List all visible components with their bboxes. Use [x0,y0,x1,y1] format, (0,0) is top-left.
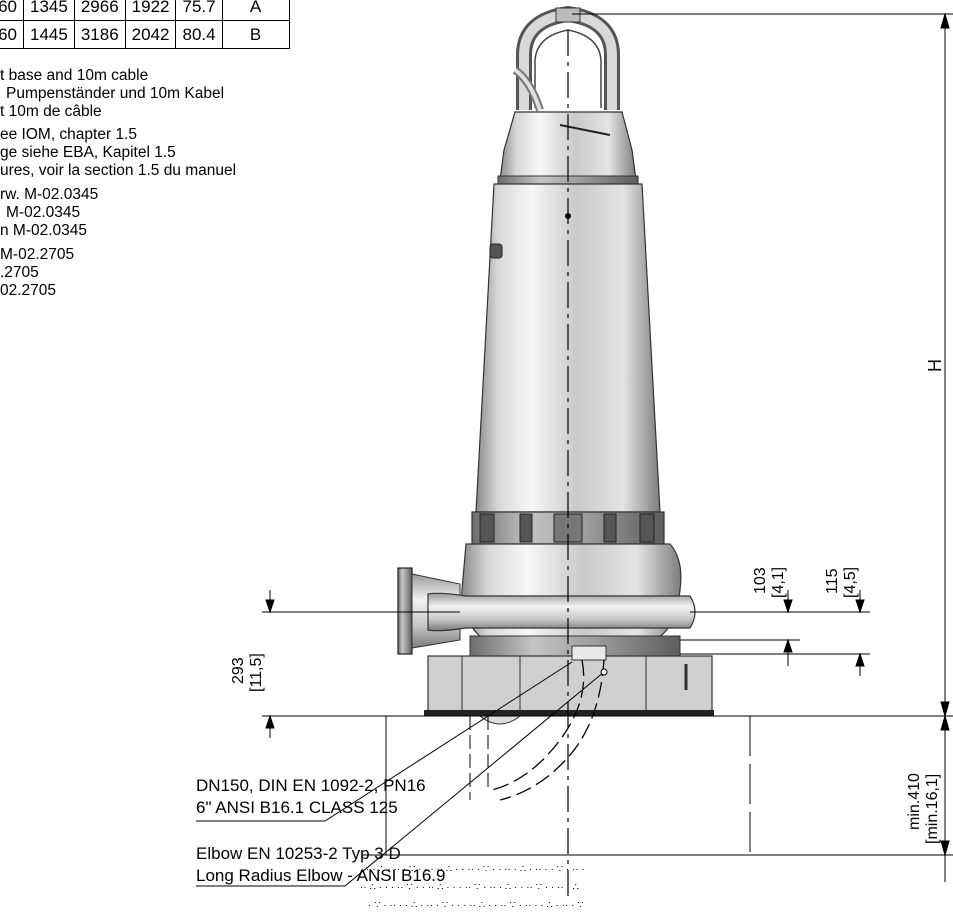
note-drawing-0345-de: M-02.0345 [6,204,81,221]
table-cell: 80.4 [175,20,223,49]
note-drawing-2705-fr: 02.2705 [0,282,57,299]
note-drawing-2705-de: .2705 [0,264,39,281]
note-drawing-0345-fr: n M-02.0345 [0,222,88,239]
dimension-label-min-410-inch: [min.16,1] [924,773,941,844]
callout-elbow-ansi: Long Radius Elbow - ANSI B16.9 [196,866,446,885]
note-base-cable-fr: t 10m de câble [0,103,102,120]
callout-leaders [196,661,608,887]
table-cell: 2966 [73,0,126,21]
dimension-293 [262,590,460,738]
dimension-label-293-inch: [11,5] [248,653,265,692]
dimension-103-115 [680,590,870,676]
table-row: M-60 1445 3186 2042 80.4 B [0,20,290,49]
callout-elbow-standard: Elbow EN 10253-2 Typ 3 D [196,844,401,863]
note-drawing-0345-en: rw. M-02.0345 [0,186,99,203]
dimension-label-293: 293 [230,657,247,684]
svg-text:·· ∴ · · · ·· ∵ · · ·· ∴ · · ·: ·· ∴ · · · ·· ∵ · · ·· ∴ · · · ·· ∵ · ··… [360,882,579,893]
note-iom-en: ee IOM, chapter 1.5 [0,126,137,143]
table-cell-model: M-60 [0,20,24,49]
table-cell: 2042 [124,20,177,49]
dimension-min-410 [775,714,953,882]
dimension-label-103-inch: [4,1] [770,566,787,598]
dimension-label-min-410: min.410 [906,773,923,830]
table-row: M-60 1345 2966 1922 75.7 A [0,0,290,21]
table-cell-variant: B [221,20,290,49]
dimension-label-103: 103 [752,567,769,594]
dimension-table: M-60 1345 2966 1922 75.7 A M-60 1445 318… [0,0,290,49]
callout-flange-standard: DN150, DIN EN 1092-2, PN16 [196,776,426,795]
table-cell: 3186 [73,20,126,49]
dimension-label-115: 115 [824,568,841,594]
discharge-flange [397,567,696,655]
table-cell-model: M-60 [0,0,24,21]
note-iom-de: ge siehe EBA, Kapitel 1.5 [0,144,176,161]
dimension-label-115-inch: [4,5] [842,566,859,598]
note-base-cable-de: Pumpenständer und 10m Kabel [6,85,225,102]
note-iom-fr: ures, voir la section 1.5 du manuel [0,162,237,179]
ground-hatch: · · ∴ · ·· · ∵ · · · ·· ∴ · · ·· · ∵ · ·… [360,864,585,911]
dimension-height [572,12,953,718]
svg-text:· · ∴ · ·· · ∵ · · · ·· ∴ · ·: · · ∴ · ·· · ∵ · · · ·· ∴ · · ·· · ∵ · ·… [366,864,585,875]
lifting-handle [512,5,620,112]
svg-text:· ∵ · ·· · · ∴ · ·· · ∵ · · ·: · ∵ · ·· · · ∴ · ·· · ∵ · · · ·· ∴ · · ·… [368,900,584,911]
dimension-label-h: H [925,359,945,372]
note-base-cable-en: t base and 10m cable [0,67,149,84]
note-drawing-2705-en: M-02.2705 [0,246,75,263]
foundation-block [362,659,775,856]
callout-flange-ansi: 6" ANSI B16.1 CLASS 125 [196,798,398,817]
pump-stand [424,635,714,725]
